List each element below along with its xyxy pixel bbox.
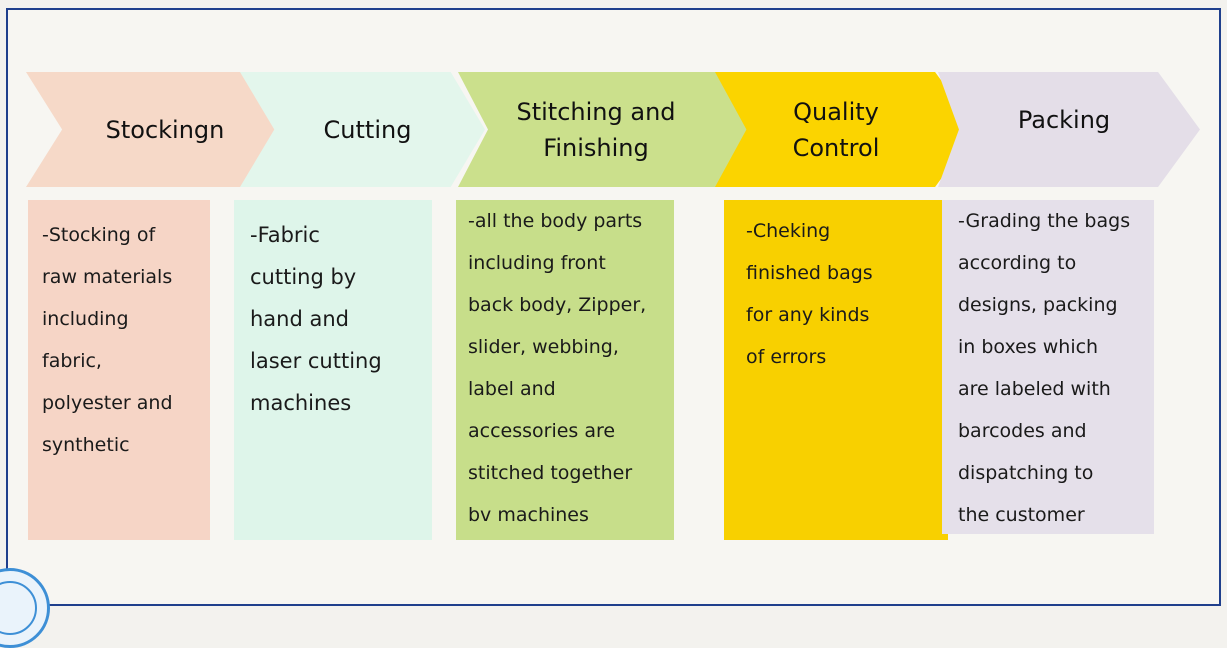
stage-title: Quality bbox=[793, 97, 879, 126]
stage-title-line2: Control bbox=[792, 133, 880, 162]
stage-box-packing: -Grading the bags according to designs, … bbox=[942, 200, 1154, 534]
stage-header-packing: Packing bbox=[938, 72, 1200, 187]
stage-title: Cutting bbox=[323, 115, 412, 144]
stage-box-stocking: -Stocking of raw materials including fab… bbox=[28, 200, 210, 540]
stage-description: -Cheking finished bags for any kinds of … bbox=[746, 220, 873, 368]
stage-header-quality: Quality Control bbox=[715, 72, 977, 187]
stage-box-stitching: -all the body parts including front back… bbox=[456, 200, 674, 540]
stage-header-cutting: Cutting bbox=[240, 72, 485, 187]
stage-description: -Fabric cutting by hand and laser cuttin… bbox=[250, 223, 382, 415]
stage-title: Stockingn bbox=[105, 115, 225, 144]
stage-header-stitching: Stitching and Finishing bbox=[458, 72, 758, 187]
stage-description: -all the body parts including front back… bbox=[468, 210, 647, 526]
stage-description: -Stocking of raw materials including fab… bbox=[42, 224, 173, 456]
stage-title: Packing bbox=[1017, 105, 1111, 134]
stage-header-stocking: Stockingn bbox=[26, 72, 284, 187]
stage-box-quality: -Cheking finished bags for any kinds of … bbox=[724, 200, 948, 540]
stage-title-line2: Finishing bbox=[543, 133, 649, 162]
stage-box-cutting: -Fabric cutting by hand and laser cuttin… bbox=[234, 200, 432, 540]
stage-description: -Grading the bags according to designs, … bbox=[958, 210, 1131, 526]
stage-title: Stitching and bbox=[516, 97, 676, 126]
